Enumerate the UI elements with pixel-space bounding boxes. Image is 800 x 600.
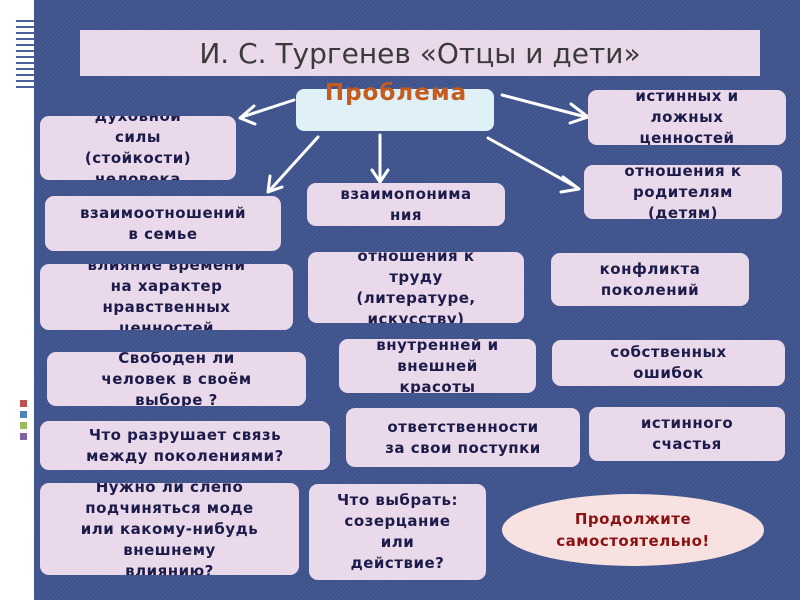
decor-square-blue xyxy=(20,411,27,418)
box-fashion-influence-text: Нужно ли слепо подчиняться моде или како… xyxy=(80,483,259,575)
box-attitude-to-parents: отношения к родителям (детям) xyxy=(584,165,782,219)
box-family-relations: взаимоотношений в семье xyxy=(45,196,281,251)
arrow-down xyxy=(370,133,390,184)
title-bar: И. С. Тургенев «Отцы и дети» xyxy=(80,30,760,76)
box-generation-conflict-text: конфликта поколений xyxy=(599,259,701,299)
box-influence-of-time-text: влияние времени на характер нравственных… xyxy=(87,264,246,330)
arrow-right xyxy=(500,93,590,125)
box-generation-conflict: конфликта поколений xyxy=(551,253,749,306)
box-contemplation-action-text: Что выбрать: созерцание или действие? xyxy=(337,491,458,572)
arrow-down-left xyxy=(266,135,320,194)
decor-square-green xyxy=(20,422,27,429)
box-inner-outer-beauty: внутренней и внешней красоты xyxy=(339,339,536,393)
box-true-happiness-text: истинного счастья xyxy=(640,414,734,453)
box-true-false-values: истинных и ложных ценностей xyxy=(588,90,786,145)
box-true-false-values-text: истинных и ложных ценностей xyxy=(635,90,739,145)
continue-oval: Продолжите самостоятельно! xyxy=(502,494,764,566)
box-own-mistakes-text: собственных ошибок xyxy=(610,343,727,382)
box-fashion-influence: Нужно ли слепо подчиняться моде или како… xyxy=(40,483,299,575)
page-title: И. С. Тургенев «Отцы и дети» xyxy=(199,36,641,70)
problem-label: Проблема xyxy=(324,80,468,106)
box-spiritual-strength: духовной силы (стойкости) человека xyxy=(40,116,236,180)
box-responsibility-text: ответственности за свои поступки xyxy=(385,417,541,457)
box-free-choice-text: Свободен ли человек в своём выборе ? xyxy=(101,352,252,406)
box-generation-link-text: Что разрушает связь между поколениями? xyxy=(86,425,284,465)
left-margin xyxy=(0,0,34,600)
box-mutual-understanding: взаимопонима ния xyxy=(307,183,505,226)
box-spiritual-strength-text: духовной силы (стойкости) человека xyxy=(84,116,192,180)
box-own-mistakes: собственных ошибок xyxy=(552,340,785,386)
box-mutual-understanding-text: взаимопонима ния xyxy=(340,184,472,224)
box-family-relations-text: взаимоотношений в семье xyxy=(79,203,247,243)
decor-square-red xyxy=(20,400,27,407)
arrow-down-right xyxy=(486,136,581,194)
decor-square-purple xyxy=(20,433,27,440)
box-responsibility: ответственности за свои поступки xyxy=(346,408,580,467)
box-free-choice: Свободен ли человек в своём выборе ? xyxy=(47,352,306,406)
box-true-happiness: истинного счастья xyxy=(589,407,785,461)
problem-box: Проблема xyxy=(296,80,494,131)
box-contemplation-action: Что выбрать: созерцание или действие? xyxy=(309,484,486,580)
box-attitude-to-work-text: отношения к труду (литературе, искусству… xyxy=(356,252,476,323)
box-attitude-to-work: отношения к труду (литературе, искусству… xyxy=(308,252,524,323)
decorative-stripes xyxy=(16,20,34,95)
continue-oval-text: Продолжите самостоятельно! xyxy=(556,510,710,550)
box-influence-of-time: влияние времени на характер нравственных… xyxy=(40,264,293,330)
box-inner-outer-beauty-text: внутренней и внешней красоты xyxy=(376,339,499,393)
arrow-left xyxy=(238,98,296,126)
box-attitude-to-parents-text: отношения к родителям (детям) xyxy=(624,165,742,219)
box-generation-link: Что разрушает связь между поколениями? xyxy=(40,421,330,470)
